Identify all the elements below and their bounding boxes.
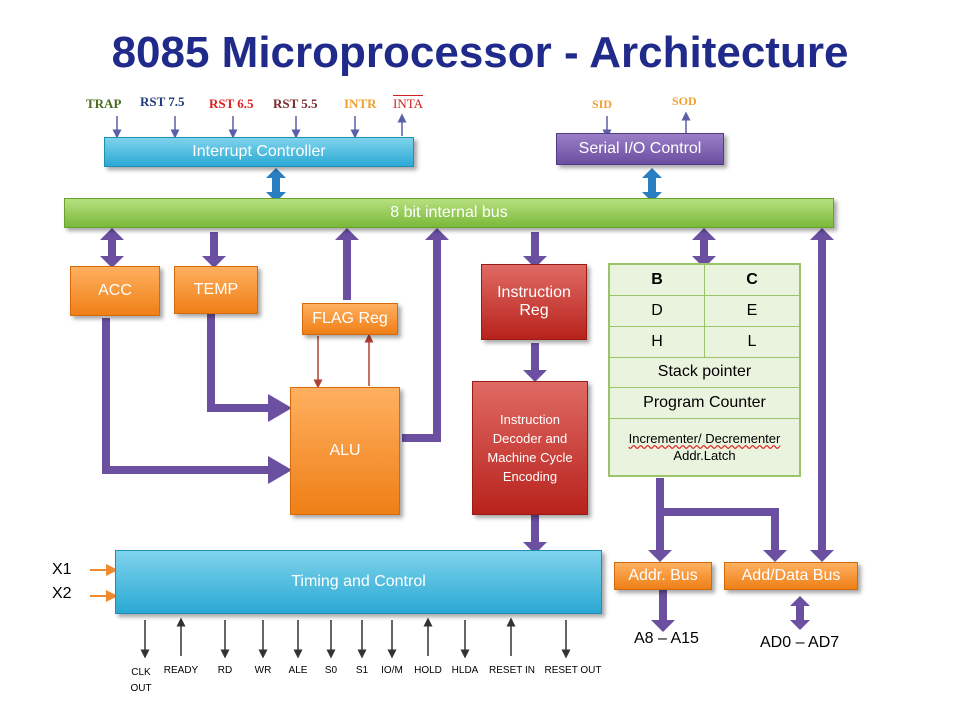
flag-alu-arrows [313, 333, 374, 389]
temp-block: TEMP [174, 266, 258, 314]
serial-sid-label: SID [592, 97, 613, 111]
pin-hold: HOLD [414, 665, 442, 676]
alu-block: ALU [290, 387, 400, 515]
pin-reset-out: RESET OUT [544, 665, 602, 676]
interrupt-rst65-label: RST 6.5 [209, 96, 254, 111]
pin-hlda: HLDA [451, 665, 479, 676]
clock-input-x2: X2 [52, 585, 72, 602]
interrupt-trap-label: TRAP [86, 96, 122, 111]
register-c: C [703, 263, 801, 297]
pin-clk-out: CLK OUT [128, 665, 154, 697]
pin-rd: RD [217, 665, 233, 676]
data-bus-output: AD0 – AD7 [760, 634, 840, 651]
register-b: B [608, 263, 705, 297]
add-data-bus-block: Add/Data Bus [724, 562, 858, 590]
register-l: L [703, 325, 801, 358]
register-pair-row: B C [608, 263, 801, 297]
incdec-line1: Incrementer/ Decrementer [628, 430, 781, 446]
instruction-reg-line1: Instruction [497, 284, 571, 301]
incdec-row: Incrementer/ Decrementer Addr.Latch [608, 417, 801, 477]
interrupt-rst75-label: RST 7.5 [140, 94, 185, 109]
address-bus-output: A8 – A15 [634, 630, 699, 647]
flag-reg-block: FLAG Reg [302, 303, 398, 335]
pin-reset-in: RESET IN [489, 665, 535, 676]
pin-wr: WR [254, 665, 272, 676]
pin-ready: READY [163, 665, 199, 676]
acc-block: ACC [70, 266, 160, 316]
interrupt-rst55-label: RST 5.5 [273, 96, 318, 111]
interrupt-inta-label: INTA [393, 96, 424, 111]
register-e: E [703, 295, 801, 327]
internal-bus-block: 8 bit internal bus [64, 198, 834, 228]
pin-s0: S0 [324, 665, 338, 676]
stack-pointer-row: Stack pointer [608, 356, 801, 389]
interrupt-controller-block: Interrupt Controller [104, 137, 414, 167]
program-counter: Program Counter [608, 387, 801, 419]
stack-pointer: Stack pointer [608, 356, 801, 389]
page-title: 8085 Microprocessor - Architecture [111, 28, 849, 77]
incrementer-decrementer: Incrementer/ Decrementer Addr.Latch [608, 417, 801, 477]
pin-clk-out-label: CLK OUT [130, 667, 152, 694]
serial-io-block: Serial I/O Control [556, 133, 724, 165]
register-h: H [608, 325, 705, 358]
pin-s1: S1 [355, 665, 369, 676]
register-pair-row: D E [608, 295, 801, 327]
instruction-reg-block: Instruction Reg [481, 264, 587, 340]
register-d: D [608, 295, 705, 327]
register-pair-row: H L [608, 325, 801, 358]
timing-control-block: Timing and Control [115, 550, 602, 614]
interrupt-intr-label: INTR [344, 96, 377, 111]
instruction-reg-line2: Reg [519, 302, 549, 319]
incdec-line2: Addr.Latch [673, 447, 736, 463]
pin-io-m: IO/M [381, 665, 403, 676]
purple-arrowheads [100, 228, 834, 632]
serial-sod-label: SOD [672, 94, 697, 108]
purple-connectors [102, 232, 826, 622]
bus-link-arrows [266, 168, 662, 202]
addr-bus-block: Addr. Bus [614, 562, 712, 590]
register-array: B C D E H L Stack pointer Program Counte… [608, 263, 801, 477]
program-counter-row: Program Counter [608, 387, 801, 419]
instruction-decoder-block: Instruction Decoder and Machine Cycle En… [472, 381, 588, 515]
control-pin-arrows [140, 617, 571, 659]
pin-ale: ALE [288, 665, 308, 676]
clock-input-x1: X1 [52, 561, 72, 578]
interrupt-arrows [112, 111, 691, 139]
clock-arrows [90, 564, 118, 602]
